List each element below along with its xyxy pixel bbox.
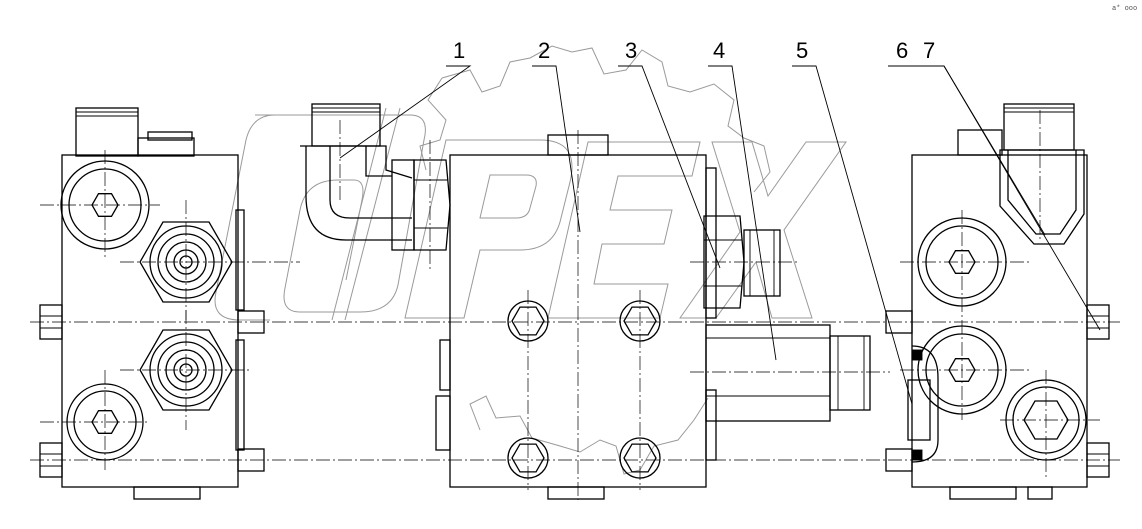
corner-mark: a* ooo <box>1112 5 1137 13</box>
callout-labels: 1 2 3 4 5 6 7 <box>453 38 935 63</box>
callout-2: 2 <box>538 38 550 63</box>
elbow-nut <box>413 159 451 251</box>
watermark-slash <box>331 107 401 321</box>
centerlines <box>30 110 1120 500</box>
callout-6: 6 <box>896 38 908 63</box>
callout-5: 5 <box>796 38 808 63</box>
right-valve-block <box>885 103 1110 500</box>
central-lower-fitting <box>705 324 871 461</box>
callout-1: 1 <box>453 38 465 63</box>
elbow-pipe-fitting <box>300 103 451 251</box>
central-upper-fitting <box>703 167 781 319</box>
watermark-letter-o <box>214 114 426 321</box>
leader-1 <box>339 65 472 159</box>
right-top-fitting <box>999 103 1085 245</box>
callout-3: 3 <box>625 38 637 63</box>
watermark-letter-p <box>404 139 573 319</box>
central-valve-block <box>435 134 871 500</box>
leader-5 <box>792 65 913 405</box>
leader-3 <box>618 65 721 269</box>
watermark-letter-e <box>547 141 701 319</box>
callout-7: 7 <box>923 38 935 63</box>
left-bottom-tab <box>133 486 201 500</box>
callout-4: 4 <box>713 38 725 63</box>
watermark-gear <box>419 45 771 475</box>
leader-4 <box>708 65 777 361</box>
leader-lines <box>339 65 1101 405</box>
left-valve-block <box>39 107 265 500</box>
watermark-logo <box>214 45 847 475</box>
leader-6-7 <box>888 65 1101 331</box>
left-top-plug <box>75 107 139 157</box>
leader-2 <box>532 65 581 233</box>
